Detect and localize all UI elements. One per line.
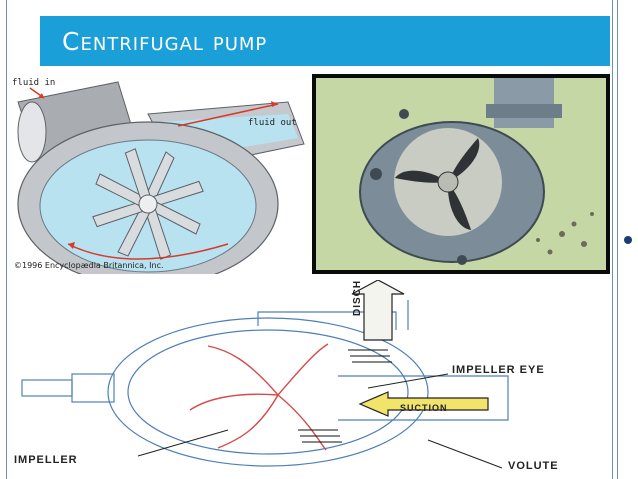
pump-diagram bbox=[21, 280, 509, 469]
copyright-text: ©1996 Encyclopædia Britannica, Inc. bbox=[14, 261, 164, 270]
title-bar: Centrifugal pump bbox=[40, 16, 610, 66]
label-volute: VOLUTE bbox=[508, 460, 559, 472]
pump-photo bbox=[316, 78, 606, 270]
label-fluid-out: fluid out bbox=[248, 118, 297, 128]
label-discharge: DISCHARGE bbox=[352, 280, 363, 316]
slide-decor-dot bbox=[624, 236, 632, 244]
frame-right-line bbox=[612, 0, 613, 479]
slide-title: Centrifugal pump bbox=[62, 26, 268, 56]
pump-illustration bbox=[17, 81, 305, 274]
frame-right-line-outer bbox=[617, 0, 618, 479]
label-suction: SUCTION bbox=[400, 403, 448, 413]
label-impeller-eye: IMPELLER EYE bbox=[452, 364, 545, 376]
frame-left-line bbox=[6, 0, 7, 479]
label-impeller: IMPELLER bbox=[14, 454, 78, 466]
label-fluid-in: fluid in bbox=[12, 78, 56, 88]
pump-diagram-panel: DISCHARGE IMPELLER EYE SUCTION IMPELLER … bbox=[8, 280, 610, 479]
pump-photo-panel bbox=[312, 74, 610, 274]
pump-illustration-panel: fluid in fluid out ©1996 Encyclopædia Br… bbox=[8, 74, 314, 274]
